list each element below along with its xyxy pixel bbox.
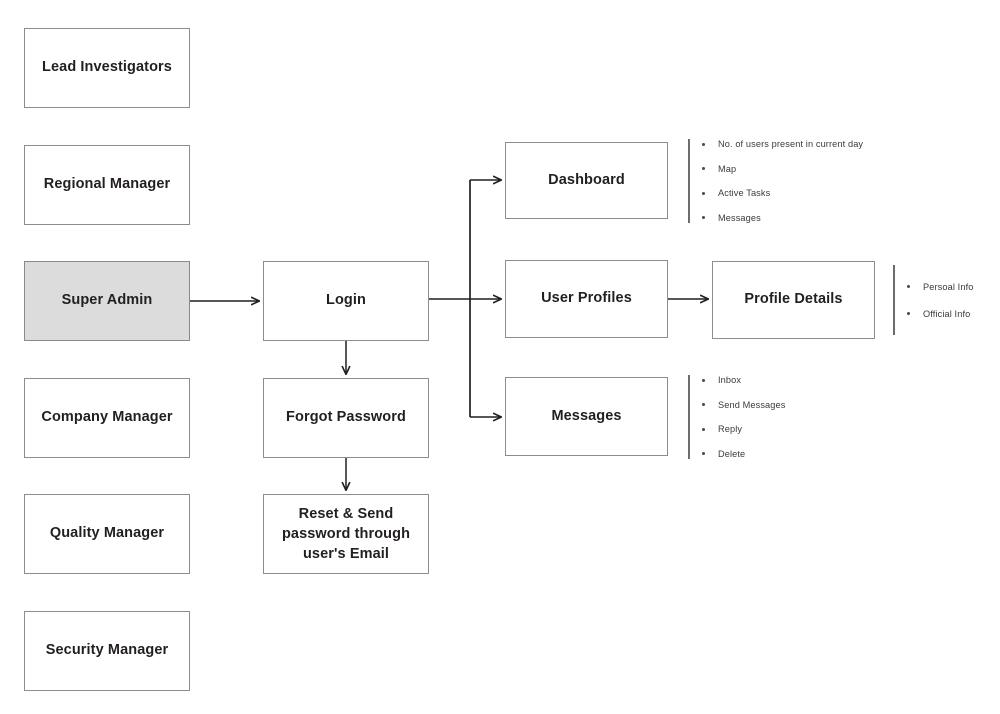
flow-box-reset-send-password[interactable]: Reset & Send password through user's Ema… [263,494,429,574]
annotation-divider-line [688,375,690,459]
role-label: Regional Manager [43,176,171,193]
annotation-list-dashboard: No. of users present in current day Map … [688,139,888,223]
role-label: Lead Investigators [42,59,172,76]
reset-line-3: user's Email [302,546,390,562]
module-box-messages[interactable]: Messages [505,377,668,456]
bullet-icon [907,312,910,315]
role-label: Quality Manager [49,525,165,542]
annotation-divider-line [688,139,690,223]
flow-label: Forgot Password [286,409,406,426]
role-box-company-manager[interactable]: Company Manager [24,378,190,458]
annotation-text: Official Info [923,308,971,319]
annotation-text: Reply [718,424,743,435]
annotation-text: Active Tasks [718,188,771,199]
flow-box-login[interactable]: Login [263,261,429,341]
module-box-user-profiles[interactable]: User Profiles [505,260,668,338]
module-label: Profile Details [744,291,843,308]
role-label: Company Manager [41,409,173,426]
annotation-item: Persoal Info [907,282,1000,292]
annotation-item: Inbox [702,375,888,385]
reset-line-2: password through [281,526,411,542]
bullet-icon [702,452,705,456]
role-box-super-admin[interactable]: Super Admin [24,261,190,341]
annotation-text: Messages [718,212,761,223]
annotation-item: Official Info [907,309,1000,319]
annotation-item: Reply [702,424,888,434]
reset-line-1: Reset & Send [298,506,394,522]
annotation-text: Persoal Info [923,281,974,292]
bullet-icon [702,403,705,407]
annotation-list-messages: Inbox Send Messages Reply Delete [688,375,888,459]
bullet-icon [702,191,705,195]
annotation-item: Active Tasks [702,188,888,198]
module-label: Dashboard [548,171,625,188]
bullet-icon [702,427,705,431]
module-label: Messages [551,407,622,424]
module-box-profile-details[interactable]: Profile Details [712,261,875,339]
module-box-dashboard[interactable]: Dashboard [505,142,668,219]
annotation-item: No. of users present in current day [702,139,888,149]
bullet-icon [702,142,705,146]
module-label: User Profiles [541,290,632,307]
annotation-item: Map [702,164,888,174]
bullet-icon [702,378,705,382]
annotation-list-profile-details: Persoal Info Official Info [893,265,1000,335]
bullet-icon [702,216,705,220]
role-box-security-manager[interactable]: Security Manager [24,611,190,691]
role-box-lead-investigators[interactable]: Lead Investigators [24,28,190,108]
annotation-text: Delete [718,448,746,459]
annotation-text: Map [718,163,737,174]
annotation-text: Send Messages [718,399,786,410]
role-box-regional-manager[interactable]: Regional Manager [24,145,190,225]
bullet-icon [907,285,910,288]
annotation-text: Inbox [718,375,742,385]
role-label: Security Manager [45,642,169,659]
annotation-item: Send Messages [702,400,888,410]
role-box-quality-manager[interactable]: Quality Manager [24,494,190,574]
flow-box-forgot-password[interactable]: Forgot Password [263,378,429,458]
annotation-text: No. of users present in current day [718,139,864,149]
flow-label: Login [326,292,366,309]
bullet-icon [702,167,705,171]
annotation-divider-line [893,265,895,335]
flow-label-multiline: Reset & Send password through user's Ema… [270,504,422,564]
annotation-item: Delete [702,449,888,459]
annotation-item: Messages [702,213,888,223]
role-label: Super Admin [61,292,153,309]
